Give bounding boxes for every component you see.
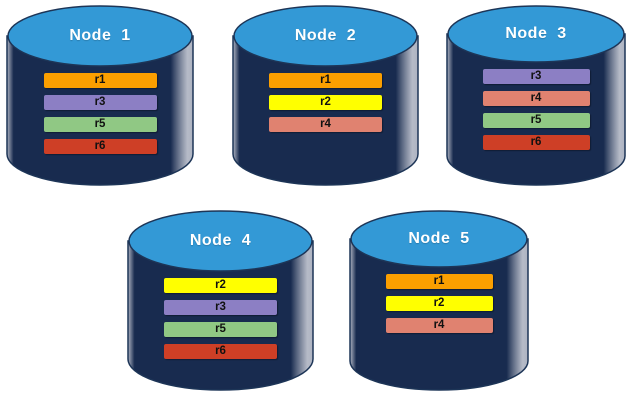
cylinder-top-disc: [233, 5, 418, 67]
cylinder-top-disc: [7, 5, 193, 67]
record-bar[interactable]: r2: [385, 296, 493, 311]
record-list: r1 r3 r5 r6: [7, 73, 193, 154]
record-bar[interactable]: r4: [269, 117, 382, 132]
record-list: r1 r2 r4: [233, 73, 418, 132]
record-list: r1 r2 r4: [350, 274, 528, 333]
record-bar[interactable]: r1: [385, 274, 493, 289]
record-bar[interactable]: r6: [482, 135, 590, 150]
cylinder-top-disc: [128, 210, 313, 272]
record-bar[interactable]: r2: [269, 95, 382, 110]
cylinder-top-disc: [447, 5, 625, 63]
record-bar[interactable]: r3: [164, 300, 277, 315]
record-bar[interactable]: r4: [385, 318, 493, 333]
record-bar[interactable]: r1: [43, 73, 157, 88]
record-bar[interactable]: r6: [43, 139, 157, 154]
record-list: r2 r3 r5 r6: [128, 278, 313, 359]
record-bar[interactable]: r5: [164, 322, 277, 337]
record-bar[interactable]: r1: [269, 73, 382, 88]
record-bar[interactable]: r5: [482, 113, 590, 128]
record-bar[interactable]: r5: [43, 117, 157, 132]
record-bar[interactable]: r3: [482, 69, 590, 84]
cylinder-top-disc: [350, 210, 528, 268]
record-bar[interactable]: r3: [43, 95, 157, 110]
record-bar[interactable]: r4: [482, 91, 590, 106]
record-bar[interactable]: r6: [164, 344, 277, 359]
record-list: r3 r4 r5 r6: [447, 69, 625, 150]
record-bar[interactable]: r2: [164, 278, 277, 293]
